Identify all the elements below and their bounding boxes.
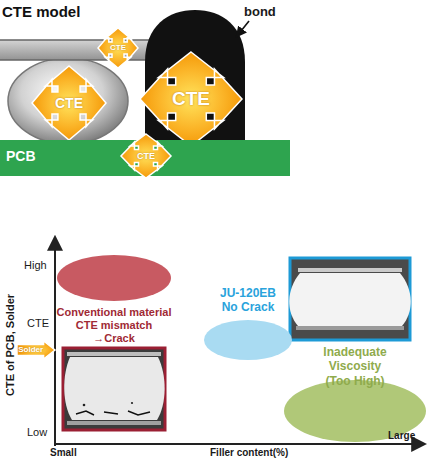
- text-label: Large: [388, 430, 415, 441]
- void-dot: [131, 402, 133, 404]
- cte-arrow: CTE: [32, 66, 106, 140]
- node-label: CTE: [140, 52, 242, 146]
- solder-ball: [8, 58, 128, 144]
- arrow-fill: [121, 134, 171, 178]
- text-label: High: [24, 259, 47, 271]
- ellipse-fill: [57, 255, 171, 301]
- crack-photo: [63, 348, 165, 430]
- node-label: Solder: [17, 341, 44, 359]
- axis-title: CTE of PCB, Solder: [4, 294, 16, 396]
- text-label: Low: [27, 426, 47, 438]
- crack-line: [76, 411, 150, 415]
- x-axis: [54, 443, 424, 445]
- text-label: CTE: [27, 317, 49, 329]
- node-label: CTE: [32, 66, 106, 140]
- node-label: JU-120EB No Crack: [215, 286, 281, 315]
- node-label: PCB: [6, 148, 36, 165]
- leader-line: [237, 21, 249, 36]
- y-axis: [54, 238, 56, 446]
- region-ellipse: Conventional material CTE mismatch →Crac…: [55, 254, 173, 348]
- diagram-title: CTE model: [2, 3, 80, 20]
- solder-arrow: Solder: [17, 341, 55, 359]
- photo-joint: [64, 357, 164, 420]
- cte-arrow: CTE: [140, 52, 242, 146]
- node-label: Inadequate Viscosity (Too High): [319, 345, 391, 388]
- text-label: bond: [244, 4, 276, 19]
- void-dot: [83, 404, 86, 407]
- ellipse-fill: [204, 320, 292, 360]
- arrow-fill: [140, 52, 242, 146]
- photo-pad: [298, 268, 402, 272]
- photo-pad: [67, 421, 161, 425]
- cte-arrow: CTE: [98, 28, 138, 68]
- photo-joint: [289, 273, 411, 326]
- node-label: CTE: [98, 28, 138, 68]
- region-ellipse: Inadequate Viscosity (Too High): [283, 345, 428, 443]
- ellipse-fill: [284, 380, 426, 442]
- region-ellipse: JU-120EB No Crack: [195, 286, 301, 362]
- no-crack-photo: [290, 258, 410, 340]
- arrow-fill: [32, 66, 106, 140]
- arrow-fill: [98, 28, 138, 68]
- node-label: CTE: [121, 134, 171, 178]
- text-label: Small: [50, 447, 77, 458]
- cte-arrow: CTE: [121, 134, 171, 178]
- photo-pad: [67, 352, 161, 356]
- photo-pad: [296, 326, 404, 330]
- node-label: Conventional material CTE mismatch →Crac…: [55, 306, 173, 346]
- text-label: Filler content(%): [210, 447, 288, 458]
- arrow-fill: [17, 341, 55, 359]
